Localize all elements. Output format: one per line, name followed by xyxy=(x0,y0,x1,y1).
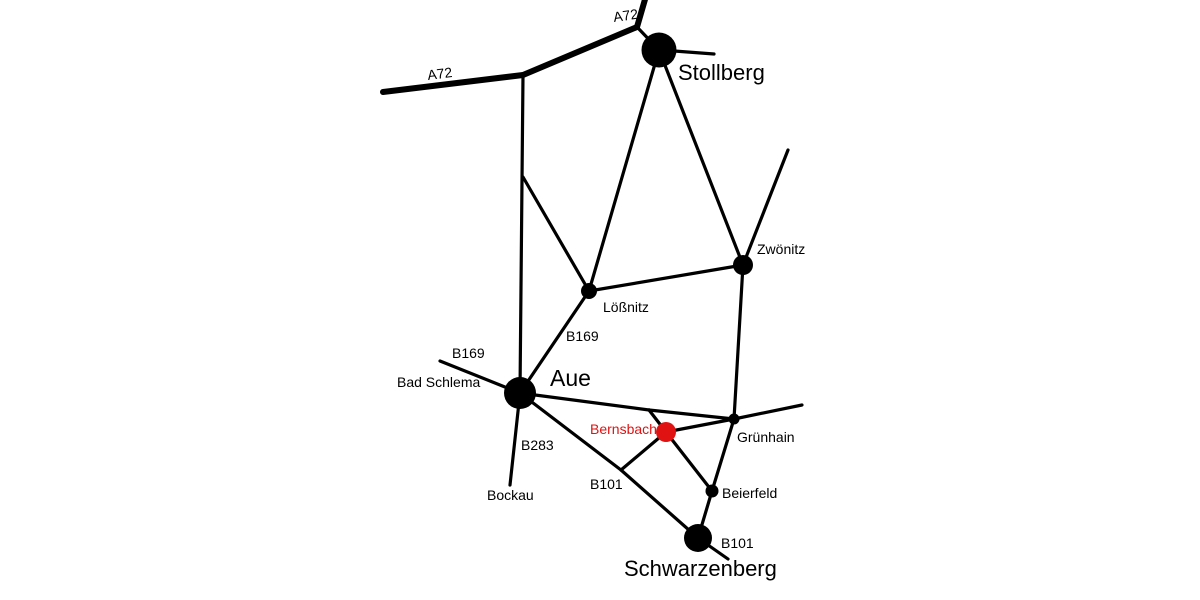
road-junction-loessnitz xyxy=(521,175,591,293)
road-gruenhain-ne-stub xyxy=(732,403,804,421)
town-node-schwarzenberg xyxy=(684,524,712,552)
town-node-gruenhain xyxy=(728,413,740,425)
road-aue-gruenhain-fork xyxy=(518,391,651,412)
road-loessnitz-aue-b169 xyxy=(518,289,591,395)
map-label-bockau: Bockau xyxy=(487,487,534,503)
map-label-loessnitz: Lößnitz xyxy=(603,299,649,315)
road-a72-west-segment xyxy=(380,72,526,95)
map-label-bernsbach: Bernsbach xyxy=(590,421,657,437)
town-node-beierfeld xyxy=(705,484,719,498)
road-aue-b101-junction xyxy=(518,391,623,472)
map-label-b101-south: B101 xyxy=(721,535,754,551)
road-zwoenitz-ne-stub xyxy=(741,148,790,267)
road-loessnitz-zwoenitz xyxy=(587,263,745,293)
town-node-aue xyxy=(504,377,536,409)
road-zwoenitz-gruenhain xyxy=(732,263,745,421)
road-gruenhain-beierfeld xyxy=(710,417,736,493)
map-label-b283: B283 xyxy=(521,437,554,453)
road-stollberg-loessnitz xyxy=(587,48,661,293)
road-stollberg-zwoenitz xyxy=(657,48,745,267)
town-node-loessnitz xyxy=(581,283,597,299)
map-label-b169-mid: B169 xyxy=(566,328,599,344)
map-label-b169-west: B169 xyxy=(452,345,485,361)
map-label-beierfeld: Beierfeld xyxy=(722,485,777,501)
town-node-zwoenitz xyxy=(733,255,753,275)
town-node-stollberg xyxy=(641,32,677,68)
road-b101-schwarzenberg xyxy=(619,468,700,540)
map-label-b101-west: B101 xyxy=(590,476,623,492)
road-a72-mid-segment xyxy=(520,24,640,78)
road-a72-north-segment xyxy=(634,0,648,30)
road-bernsbach-beierfeld xyxy=(664,430,714,493)
town-node-bernsbach xyxy=(656,422,676,442)
map-label-a72-north: A72 xyxy=(612,6,639,25)
map-label-bad-schlema: Bad Schlema xyxy=(397,374,480,390)
map-label-schwarzenberg: Schwarzenberg xyxy=(624,556,777,581)
road-bernsbach-gruenhain xyxy=(664,417,736,434)
map-label-stollberg: Stollberg xyxy=(678,60,765,85)
map-label-zwoenitz: Zwönitz xyxy=(757,241,805,257)
map-label-aue: Aue xyxy=(550,365,591,391)
road-a72-junction-to-aue xyxy=(518,73,525,395)
map-label-gruenhain: Grünhain xyxy=(737,429,795,445)
map-label-a72-west: A72 xyxy=(426,64,453,83)
road-fork-gruenhain xyxy=(647,408,736,421)
